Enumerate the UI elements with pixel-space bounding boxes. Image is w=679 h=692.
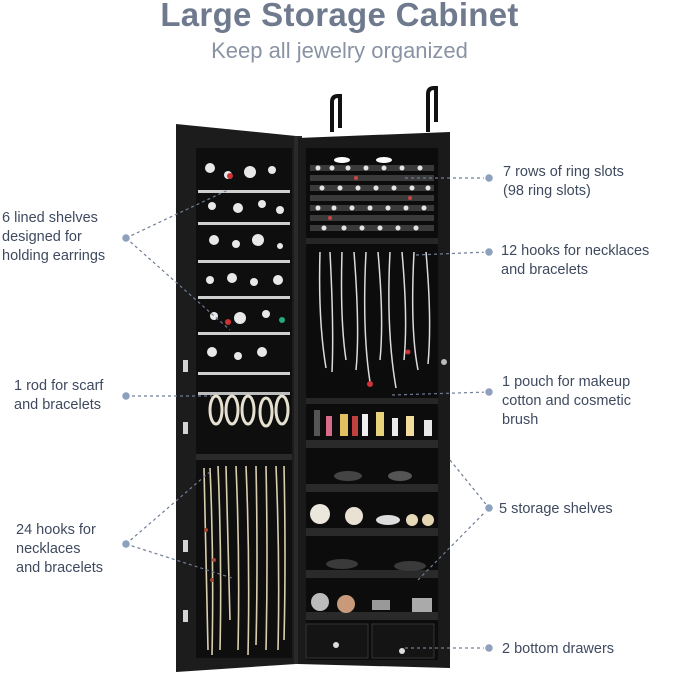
callout-lined-shelves-line1: 6 lined shelves <box>2 210 98 226</box>
callout-rod-line1: 1 rod for scarf <box>14 378 104 394</box>
callout-lined-shelves-line3: holding earrings <box>2 248 106 264</box>
callout-leader-lines <box>125 177 490 649</box>
callout-storage-shelves-line1: 5 storage shelves <box>499 501 613 517</box>
callout-pouch-line2: cotton and cosmetic <box>502 393 631 409</box>
callout-dots <box>120 172 495 654</box>
callout-pouch-line1: 1 pouch for makeup <box>502 374 631 390</box>
shelf-items <box>310 471 434 613</box>
left-door-hook-icon <box>330 94 342 132</box>
earring-shelves <box>198 190 290 375</box>
callout-ring-slots-line1: 7 rows of ring slots <box>503 164 624 180</box>
callout-lined-shelves: 6 lined shelves designed for holding ear… <box>2 209 105 266</box>
callout-12-hooks: 12 hooks for necklaces and bracelets <box>501 242 649 280</box>
page-title: Large Storage Cabinet <box>160 0 519 33</box>
callout-12-hooks-line2: and bracelets <box>501 262 589 278</box>
callout-ring-slots: 7 rows of ring slots (98 ring slots) <box>503 163 624 201</box>
callout-rod: 1 rod for scarf and bracelets <box>14 377 103 415</box>
open-door-panel <box>176 124 296 672</box>
necklace-pendants <box>367 349 411 387</box>
cabinet-led-lights <box>334 157 392 163</box>
callout-drawers: 2 bottom drawers <box>502 640 614 659</box>
page-subtitle: Keep all jewelry organized <box>211 38 468 63</box>
cabinet-body <box>298 132 450 668</box>
right-door-hook-icon <box>426 86 438 132</box>
callout-24-hooks: 24 hooks for necklaces and bracelets <box>16 521 103 578</box>
rings <box>315 165 431 231</box>
callout-24-hooks-line1: 24 hooks for <box>16 522 96 538</box>
callout-storage-shelves: 5 storage shelves <box>499 500 613 519</box>
cosmetics <box>314 410 432 436</box>
callout-24-hooks-line2: necklaces <box>16 541 81 557</box>
callout-lined-shelves-line2: designed for <box>2 229 82 245</box>
door-necklace-beads <box>204 528 216 582</box>
callout-24-hooks-line3: and bracelets <box>16 560 104 576</box>
callout-rod-line2: and bracelets <box>14 397 102 413</box>
callout-ring-slots-line2: (98 ring slots) <box>503 183 591 199</box>
callout-drawers-line1: 2 bottom drawers <box>502 641 615 657</box>
door-hinges <box>183 360 188 622</box>
callout-12-hooks-line1: 12 hooks for necklaces <box>501 243 650 259</box>
bottom-drawers <box>305 623 435 659</box>
bracelets <box>208 394 290 428</box>
callout-pouch-line3: brush <box>502 412 539 428</box>
ring-gems <box>328 176 412 220</box>
scarf-rod <box>198 392 290 395</box>
door-magnet-icon <box>441 359 447 365</box>
callout-pouch: 1 pouch for makeup cotton and cosmetic b… <box>502 373 631 430</box>
door-necklaces <box>203 465 286 656</box>
earrings <box>205 163 284 360</box>
storage-shelves <box>306 440 438 620</box>
cabinet-necklaces <box>318 251 431 389</box>
